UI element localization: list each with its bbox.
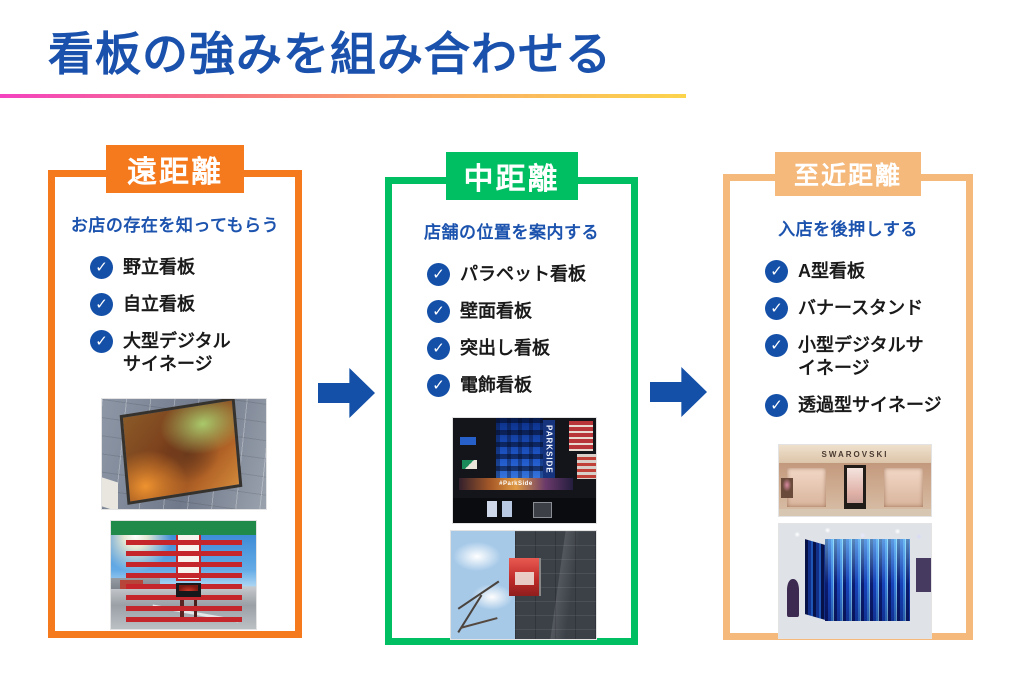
lit-poster (501, 500, 512, 517)
flower-stand (780, 477, 793, 498)
checklist-item: ✓ 野立看板 (90, 256, 295, 279)
cloud (451, 537, 509, 577)
page-title: 看板の強みを組み合わせる (48, 28, 612, 80)
checklist-item: ✓ 壁面看板 (427, 300, 631, 323)
storefront (453, 497, 596, 523)
column-mid-distance: 中距離 店舗の位置を案内する ✓ パラペット看板 ✓ 壁面看板 ✓ 突出し看板 … (385, 152, 638, 645)
display-case (883, 467, 924, 508)
checklist-item: ✓ 大型デジタル サイネージ (90, 330, 295, 376)
led-cube-side (804, 539, 825, 621)
visitor-silhouette (786, 578, 799, 618)
vertical-sign: PARKSIDE (543, 420, 555, 479)
check-icon: ✓ (765, 334, 788, 357)
parapet-led-band: #ParkSide (458, 477, 574, 491)
entrance-sign (533, 502, 553, 518)
building-edge (102, 477, 119, 509)
check-icon: ✓ (427, 337, 450, 360)
kiosk-screen (847, 468, 863, 503)
check-icon: ✓ (765, 394, 788, 417)
checklist-item: ✓ パラペット看板 (427, 263, 631, 286)
checklist-item-label: 大型デジタル サイネージ (123, 331, 231, 374)
check-icon: ✓ (427, 263, 450, 286)
checklist-item-label: 自立看板 (123, 294, 195, 314)
checklist: ✓ A型看板 ✓ バナースタンド ✓ 小型デジタルサ イネージ ✓ 透過型サイネ… (765, 260, 966, 417)
pylon-sign-text-rows (125, 540, 242, 623)
checklist-item-label: パラペット看板 (460, 264, 586, 284)
column-subtitle: 入店を後押しする (778, 220, 918, 239)
column-far-distance: 遠距離 お店の存在を知ってもらう ✓ 野立看板 ✓ 自立看板 ✓ 大型デジタル … (48, 145, 302, 638)
checklist-item: ✓ バナースタンド (765, 297, 966, 320)
side-sign (460, 436, 476, 446)
expo-booth (915, 558, 931, 593)
column-subtitle: お店の存在を知ってもらう (70, 216, 280, 235)
side-sign (461, 460, 478, 470)
display-case (786, 467, 827, 508)
transparent-led-cube-photo (778, 523, 932, 639)
led-screen (119, 399, 243, 505)
check-icon: ✓ (90, 330, 113, 353)
check-icon: ✓ (90, 256, 113, 279)
lit-poster (487, 500, 498, 517)
check-icon: ✓ (427, 374, 450, 397)
checklist-item: ✓ A型看板 (765, 260, 966, 283)
checklist-item: ✓ 小型デジタルサ イネージ (765, 334, 966, 380)
led-cube-front (824, 538, 910, 621)
badge-mid-distance: 中距離 (445, 152, 578, 200)
title-underline (0, 94, 686, 98)
pylon-sign-car-graphic (179, 584, 198, 592)
checklist-item-label: 野立看板 (123, 257, 195, 277)
storefront-digital-kiosk-photo: SWAROVSKI (778, 444, 932, 517)
checklist: ✓ 野立看板 ✓ 自立看板 ✓ 大型デジタル サイネージ (90, 256, 295, 376)
store-fascia-sign: SWAROVSKI (779, 445, 931, 464)
checklist-item-label: 壁面看板 (460, 301, 532, 321)
checklist-item: ✓ 電飾看板 (427, 374, 631, 397)
checklist-item: ✓ 透過型サイネージ (765, 394, 966, 417)
checklist-item-label: A型看板 (798, 261, 865, 281)
badge-close-distance: 至近距離 (775, 152, 921, 196)
column-subtitle: 店舗の位置を案内する (424, 223, 599, 242)
billboard (568, 421, 594, 451)
checklist: ✓ パラペット看板 ✓ 壁面看板 ✓ 突出し看板 ✓ 電飾看板 (427, 263, 631, 397)
projecting-sign-graphic (514, 572, 534, 585)
column-close-distance: 至近距離 入店を後押しする ✓ A型看板 ✓ バナースタンド ✓ 小型デジタルサ… (723, 152, 973, 640)
checklist-item: ✓ 突出し看板 (427, 337, 631, 360)
checklist-item-label: 突出し看板 (460, 338, 550, 358)
right-arrow-icon (318, 368, 375, 418)
checklist-item-label: 電飾看板 (460, 375, 532, 395)
check-icon: ✓ (90, 293, 113, 316)
right-arrow-icon (650, 367, 707, 417)
checklist-item-label: 小型デジタルサ イネージ (798, 335, 924, 378)
check-icon: ✓ (765, 260, 788, 283)
checklist-item: ✓ 自立看板 (90, 293, 295, 316)
projecting-sign-photo (450, 530, 597, 640)
checklist-item-label: 透過型サイネージ (798, 395, 942, 415)
store-floor (779, 508, 931, 516)
blue-hotel-building (495, 418, 544, 486)
check-icon: ✓ (427, 300, 450, 323)
billboard (577, 453, 596, 479)
roadside-pylon-sign-photo (110, 520, 257, 630)
badge-far-distance: 遠距離 (106, 145, 244, 193)
large-digital-signage-photo (101, 398, 267, 510)
checklist-item-label: バナースタンド (798, 298, 924, 318)
pylon-sign-header (111, 521, 256, 536)
night-building-signs-photo: PARKSIDE #ParkSide (452, 417, 597, 524)
check-icon: ✓ (765, 297, 788, 320)
